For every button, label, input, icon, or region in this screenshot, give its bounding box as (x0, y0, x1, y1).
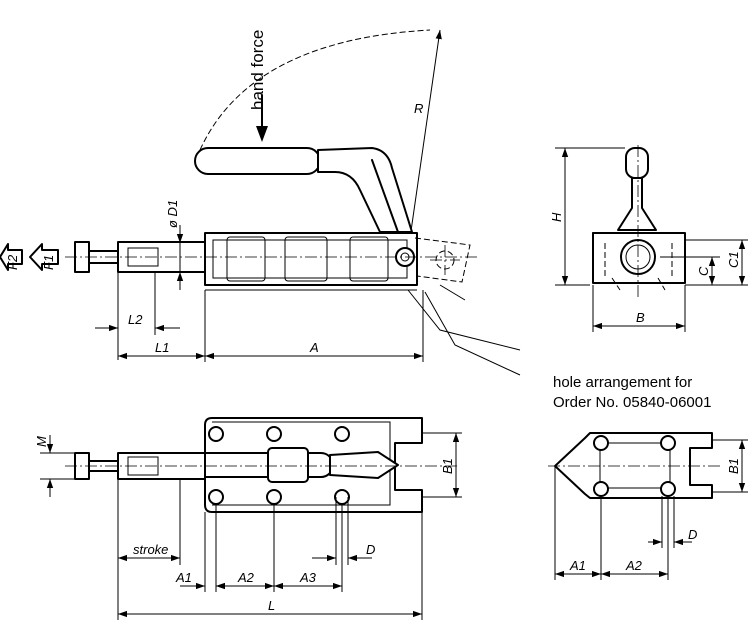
dim-F1: F1 (41, 255, 56, 270)
dim-D1: ø D1 (165, 200, 180, 228)
dim-C: C (696, 266, 711, 276)
top-mounting-holes (208, 426, 350, 505)
dim-R: R (414, 101, 423, 116)
force-arrow-F1 (29, 243, 59, 271)
handle-grip (194, 147, 321, 175)
handle-swing-arc (199, 29, 431, 151)
dim-L1: L1 (155, 340, 169, 355)
dim-D-top: D (366, 542, 375, 557)
force-arrow-F2 (0, 243, 23, 271)
hole-arrangement-line-2: Order No. 05840-06001 (553, 394, 711, 411)
dim-D-ha: D (688, 527, 697, 542)
top-view: M B1 D stroke A1 A2 A3 L (34, 417, 462, 620)
handle-lever (317, 147, 413, 233)
side-view: hand force R (0, 29, 521, 376)
radius-dimension-line (409, 29, 442, 239)
front-handle-grip (625, 147, 649, 179)
body-slots (226, 236, 389, 282)
dim-L: L (268, 598, 275, 613)
hole-arrangement-view: B1 D A1 A2 (548, 432, 748, 580)
dim-M: M (34, 436, 49, 447)
top-handle (192, 452, 334, 478)
dim-A1-ha: A1 (569, 558, 586, 573)
dim-B: B (636, 310, 645, 325)
dim-B1-ha: B1 (726, 458, 741, 474)
dim-L2: L2 (128, 312, 143, 327)
top-handle-hub (267, 447, 309, 483)
dim-A: A (309, 340, 319, 355)
dim-A2-top: A2 (237, 570, 255, 585)
top-lever-link (329, 451, 399, 479)
dim-B1-top: B1 (440, 458, 455, 474)
dim-H: H (549, 212, 564, 222)
retracted-handle-line-1 (407, 289, 521, 351)
dim-A3: A3 (299, 570, 317, 585)
retracted-position-outline (414, 237, 471, 283)
hole-arrangement-line-1: hole arrangement for (553, 374, 692, 391)
hand-force-label: hand force (248, 30, 267, 110)
dim-F2: F2 (5, 254, 20, 270)
front-view: H C C1 B (549, 145, 748, 332)
dim-A1-top: A1 (175, 570, 192, 585)
dim-A2-ha: A2 (625, 558, 643, 573)
clamp-body (204, 232, 418, 286)
front-handle-stem (617, 177, 657, 231)
retracted-link (439, 284, 466, 301)
lever-edge (371, 159, 399, 233)
retracted-handle-line-2 (424, 291, 521, 376)
hand-force-arrow-head (256, 126, 268, 142)
dim-C1: C1 (726, 251, 741, 268)
dim-stroke: stroke (133, 542, 168, 557)
